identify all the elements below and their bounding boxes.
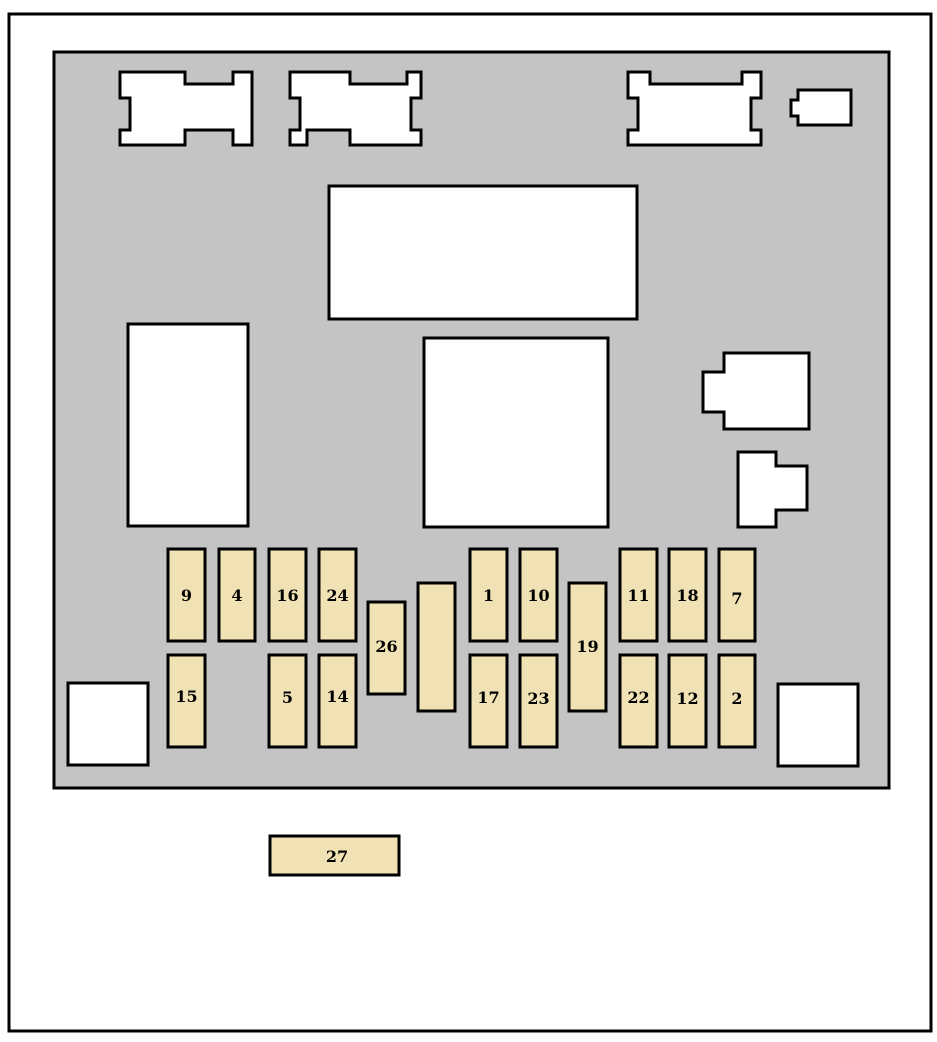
fuse-label: 22 [627, 688, 649, 707]
fuse-label: 14 [326, 687, 348, 706]
fuse-label: 26 [375, 637, 397, 656]
fuse-label: 19 [576, 637, 598, 656]
fuse-14: 14 [317, 653, 358, 749]
fuse-16: 16 [267, 547, 308, 643]
block-bottom-left [66, 681, 150, 767]
connector-top-2 [288, 70, 423, 147]
fuse-label: 7 [731, 589, 742, 608]
fuse-label: 23 [527, 689, 549, 708]
fuse-7: 7 [717, 547, 757, 643]
fuse-label: 5 [282, 688, 293, 707]
fuse-23: 23 [518, 653, 559, 749]
fuse-9: 9 [166, 547, 207, 643]
connector-top-small [789, 88, 853, 127]
relay-block-top-center [327, 184, 639, 321]
fuse-11: 11 [618, 547, 659, 643]
fuse-label: 12 [676, 689, 698, 708]
fuse-1: 1 [468, 547, 509, 643]
fuse-22: 22 [618, 653, 659, 749]
fuse-unlabeled [416, 581, 457, 713]
fuse-label: 11 [627, 586, 649, 605]
fuse-27: 27 [268, 834, 401, 877]
relay-block-center [422, 336, 610, 529]
fuse-5: 5 [267, 653, 308, 749]
fuse-label: 4 [231, 586, 242, 605]
fuse-26: 26 [366, 600, 407, 696]
fuse-label: 18 [676, 586, 698, 605]
fuse-12: 12 [667, 653, 708, 749]
fuse-4: 4 [217, 547, 257, 643]
fuse-label: 17 [477, 688, 499, 707]
fuse-label: 2 [731, 689, 742, 708]
fuse-2: 2 [717, 653, 757, 749]
fuse-15: 15 [166, 653, 207, 749]
fuse-17: 17 [468, 653, 509, 749]
fuse-label: 24 [326, 586, 348, 605]
fuse-24: 24 [317, 547, 358, 643]
fuse-label: 9 [181, 586, 192, 605]
fuse-label: 16 [276, 586, 298, 605]
fuse-label: 10 [527, 586, 549, 605]
fuse-18: 18 [667, 547, 708, 643]
fuse-label: 15 [175, 687, 197, 706]
block-bottom-right [776, 682, 860, 768]
connector-top-3 [626, 70, 763, 147]
fuse-label: 27 [326, 847, 348, 866]
fuse-10: 10 [518, 547, 559, 643]
fuse-label: 1 [483, 586, 494, 605]
fuse-19: 19 [567, 581, 608, 713]
relay-block-left [126, 322, 250, 528]
relay-right-upper [701, 351, 811, 431]
relay-right-lower [736, 450, 809, 529]
connector-top-1 [118, 70, 254, 147]
